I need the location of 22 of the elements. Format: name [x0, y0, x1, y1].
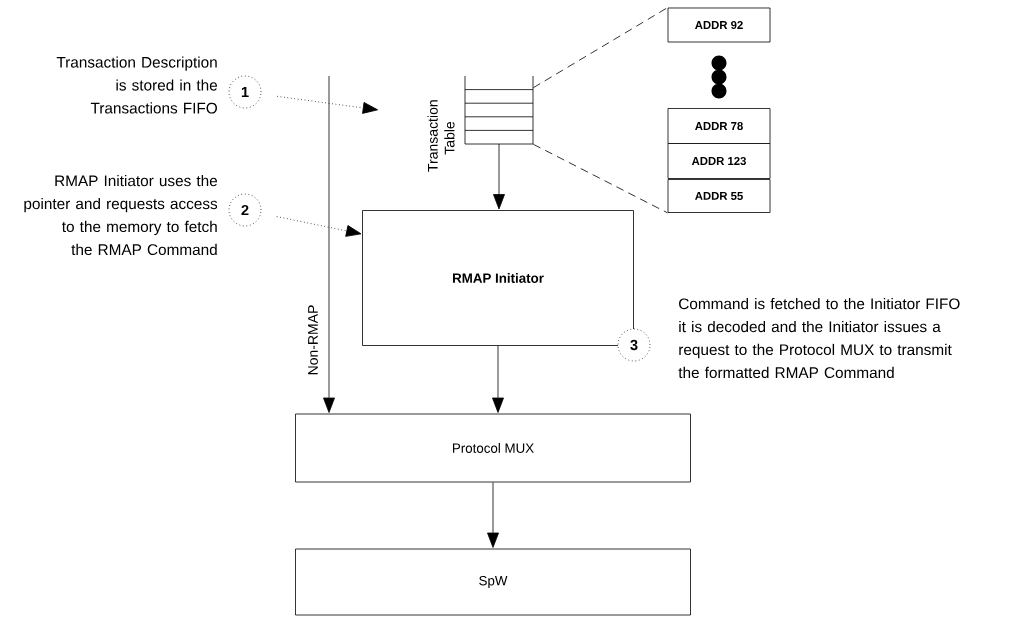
- callout-number: 3: [617, 328, 651, 362]
- process-box: SpW: [295, 548, 691, 616]
- address-cell: ADDR 92: [667, 7, 771, 43]
- process-box: Protocol MUX: [295, 413, 691, 483]
- leader-line: [276, 216, 362, 237]
- address-cell: ADDR 123: [667, 143, 771, 179]
- leader-line: [532, 143, 668, 214]
- callout-text: Transaction Description is stored in the Transactions FIFO: [56, 56, 217, 114]
- callout-text: RMAP Initiator uses the pointer and requests access to the memory to fetch the RMAP Command: [24, 175, 218, 256]
- address-cell: ADDR 78: [667, 108, 771, 144]
- leader-line: [276, 95, 378, 114]
- fifo-table: Transaction Table: [427, 75, 534, 172]
- arrow: [493, 143, 505, 210]
- leader-line: [532, 7, 668, 89]
- arrow: [487, 482, 499, 548]
- callout-number: 1: [228, 75, 262, 109]
- callout-text: Command is fetched to the Initiator FIFO it is decoded and the Initiator issues a request to the Protocol MUX to transmit the formatted RMAP Command: [678, 298, 960, 379]
- callout-number: 2: [228, 193, 262, 227]
- arrow: [323, 75, 335, 413]
- arrow: [492, 345, 504, 413]
- address-cell: ADDR 55: [667, 179, 771, 213]
- edge-label: Non-RMAP: [306, 303, 320, 377]
